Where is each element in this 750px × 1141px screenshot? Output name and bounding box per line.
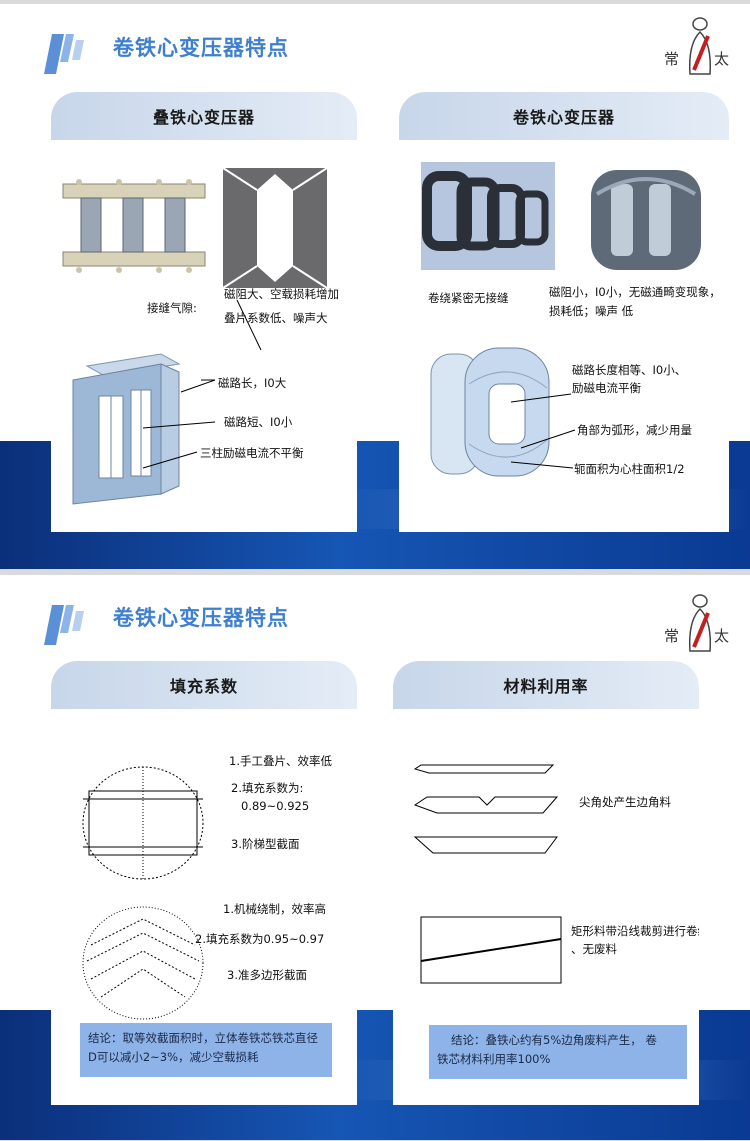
label-equal-path-1: 磁路长度相等、I0小、 [572,363,687,377]
label-item4: 1.机械绕制，效率高 [223,902,326,916]
label-equal-path-2: 励磁电流平衡 [572,381,641,395]
stacked-core-photo [62,179,206,273]
trapezoid-lamination-diagram [413,764,559,854]
brand-char-right: 太 [714,627,730,645]
conclusion-line2: D可以减小2~3%，减少空载损耗 [88,1050,259,1064]
brand-seal-icon: 常 太 [656,589,736,659]
wound-core-3d-diagram [430,347,550,477]
panel-material-usage: 材料利用率 尖角处产生边角料 矩形料带沿线裁剪进行卷绕 、无废料 结论：叠铁心约… [393,661,699,1105]
label-low-reluct-2: 损耗低；噪声 低 [549,304,634,318]
panel-header: 叠铁心变压器 [51,92,357,140]
slide-2: 卷铁心变压器特点 常 太 填充系数 1.手工叠片、效率低 2.填充系数为: 0.… [0,575,750,1140]
panel-header: 填充系数 [51,661,357,709]
callout-lines-right [510,393,576,469]
label-item3: 3.阶梯型截面 [231,837,300,851]
label-rect-strip-1: 矩形料带沿线裁剪进行卷绕 [571,924,699,938]
label-path-long: 磁路长，I0大 [218,376,287,390]
slide-1: 卷铁心变压器特点 常 太 叠铁心变压器 [0,4,750,569]
panel-stacked-core: 叠铁心变压器 接缝气隙: 磁阻大、空载损耗增加 叠片系数低、噪声大 [51,92,357,532]
label-path-short: 磁路短、I0小 [224,415,293,429]
stripe-logo-icon [44,34,84,74]
conclusion-line1: 结论：叠铁心约有5%边角废料产生， 卷 [451,1033,657,1047]
label-item2-value: 0.89~0.925 [241,799,310,813]
callout-lines-left [142,379,216,469]
label-no-seam: 卷绕紧密无接缝 [428,291,509,305]
slide-title: 卷铁心变压器特点 [113,606,289,630]
stripe-logo-icon [44,605,84,645]
polygon-section-diagram [82,906,204,1020]
mitred-lamination-diagram [222,167,328,351]
label-gap-line2: 叠片系数低、噪声大 [224,311,328,325]
conclusion-material: 结论：叠铁心约有5%边角废料产生， 卷 铁芯材料利用率100% [429,1025,687,1079]
panel-header: 材料利用率 [393,661,699,709]
label-yoke-area: 轭面积为心柱面积1/2 [574,462,685,476]
brand-seal-icon: 常 太 [656,12,736,82]
brand-char-left: 常 [664,627,680,645]
label-item6: 3.准多边形截面 [227,968,307,982]
rectangular-strip-diagram [420,916,562,984]
conclusion-line2: 铁芯材料利用率100% [437,1052,551,1066]
panel-fill-factor: 填充系数 1.手工叠片、效率低 2.填充系数为: 0.89~0.925 3.阶梯… [51,661,357,1105]
label-arc-corner: 角部为弧形，减少用量 [577,423,692,437]
label-unbalanced: 三柱励磁电流不平衡 [200,446,304,460]
label-gap-prefix: 接缝气隙: [147,301,197,315]
label-item5: 2.填充系数为0.95~0.97 [195,932,325,946]
label-rect-strip-2: 、无废料 [571,942,617,956]
wound-core-loops-photo [421,162,555,270]
stacked-core-3d-diagram [72,353,181,505]
label-corner-waste: 尖角处产生边角料 [579,795,671,809]
conclusion-fill-factor: 结论：取等效截面积时，立体卷铁芯铁芯直径 D可以减小2~3%，减少空载损耗 [80,1023,332,1077]
wound-core-assembled-photo [591,170,701,270]
brand-char-right: 太 [714,50,730,68]
brand-char-left: 常 [664,50,680,68]
conclusion-line1: 结论：取等效截面积时，立体卷铁芯铁芯直径 [88,1031,318,1045]
panel-wound-core: 卷铁心变压器 卷绕紧密无接缝 磁阻小，I0小，无磁通畸变现象， 损耗低；噪声 低 [399,92,729,532]
label-item2: 2.填充系数为: [231,781,304,795]
stepped-section-diagram [82,766,204,880]
label-gap-line1: 磁阻大、空载损耗增加 [224,287,339,301]
label-low-reluct-1: 磁阻小，I0小，无磁通畸变现象， [549,285,721,299]
panel-header: 卷铁心变压器 [399,92,729,140]
slide-title: 卷铁心变压器特点 [113,36,289,60]
label-item1: 1.手工叠片、效率低 [229,754,332,768]
